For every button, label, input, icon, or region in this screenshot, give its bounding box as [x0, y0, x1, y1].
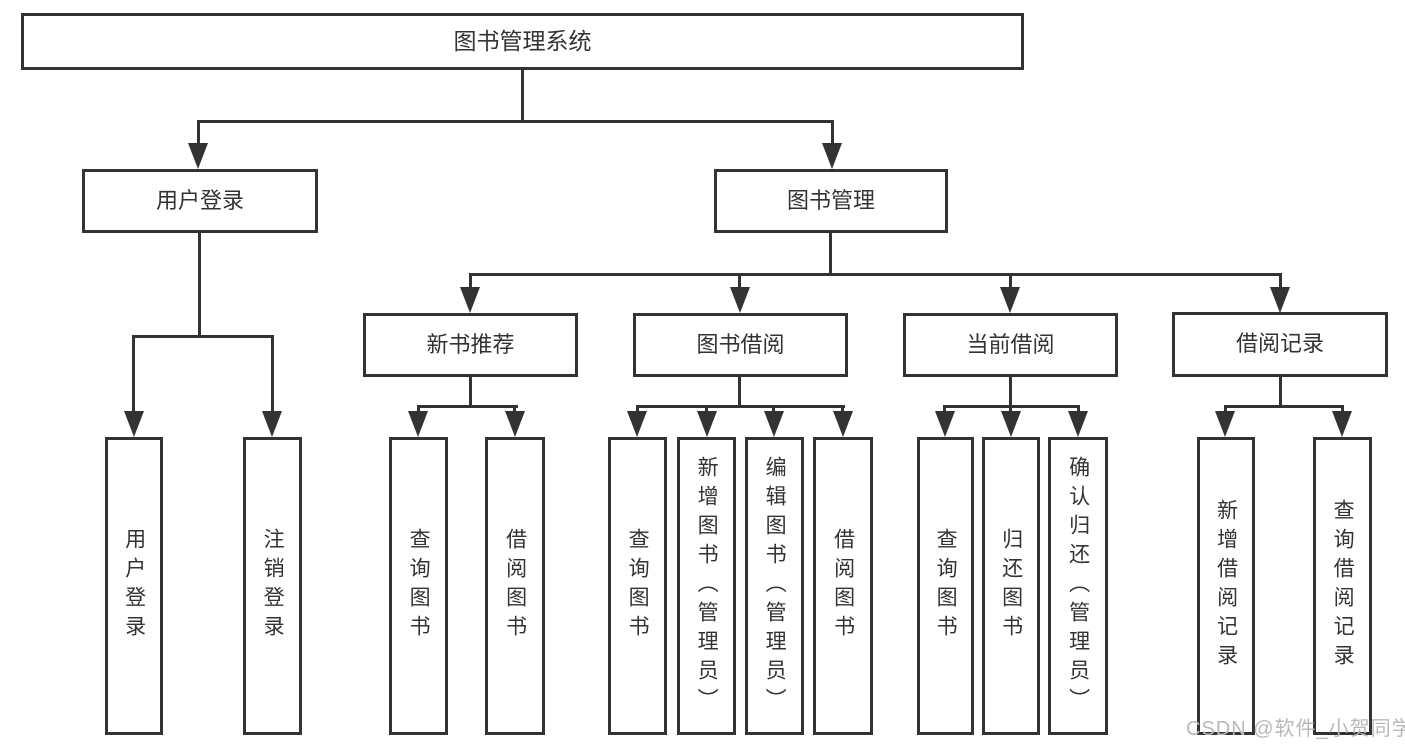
connector-module4-rail [1224, 405, 1344, 408]
connector-root-rail [197, 120, 834, 123]
node-leaf-return-books: 归还图书 [982, 437, 1040, 735]
arrow-down-icon [124, 411, 144, 437]
node-leaf-user-login: 用户登录 [105, 437, 163, 735]
connector-bookmgmt-drop-4 [1279, 273, 1282, 289]
connector-module1-drop-1 [417, 405, 420, 414]
connector-module2-stem [738, 376, 741, 408]
arrow-down-icon [1001, 411, 1021, 437]
node-leaf-edit-book-admin: 编辑图书（管理员） [745, 437, 804, 735]
node-leaf-confirm-return-admin: 确认归还（管理员） [1048, 437, 1108, 735]
connector-module3-drop-2 [1009, 405, 1012, 414]
node-new-book-recommendation: 新书推荐 [363, 313, 578, 377]
arrow-down-icon [1068, 411, 1088, 437]
node-borrowing-records: 借阅记录 [1172, 312, 1388, 377]
connector-root-drop-right [831, 120, 834, 146]
arrow-down-icon [1215, 411, 1235, 437]
connector-userlogin-drop-right [271, 335, 274, 414]
node-leaf-query-books-recommend: 查询图书 [389, 437, 448, 735]
arrow-down-icon [935, 411, 955, 437]
node-leaf-borrow-books: 借阅图书 [813, 437, 873, 735]
arrow-down-icon [764, 411, 784, 437]
connector-module1-drop-2 [513, 405, 516, 414]
arrow-down-icon [1000, 287, 1020, 313]
node-leaf-add-borrow-record: 新增借阅记录 [1197, 437, 1255, 735]
node-leaf-borrow-books-recommend: 借阅图书 [485, 437, 545, 735]
node-leaf-query-books-borrowing: 查询图书 [608, 437, 667, 735]
arrow-down-icon [1270, 287, 1290, 313]
node-leaf-logout: 注销登录 [243, 437, 302, 735]
arrow-down-icon [408, 411, 428, 437]
node-book-borrowing: 图书借阅 [633, 313, 848, 377]
node-leaf-query-borrow-record: 查询借阅记录 [1313, 437, 1372, 735]
node-library-management-system: 图书管理系统 [21, 13, 1024, 70]
connector-module2-drop-2 [705, 405, 708, 414]
connector-root-drop-left [197, 120, 200, 146]
node-current-borrowing: 当前借阅 [903, 313, 1118, 377]
arrow-down-icon [460, 287, 480, 313]
arrow-down-icon [822, 143, 842, 169]
connector-module1-stem [469, 376, 472, 408]
node-user-login: 用户登录 [82, 169, 318, 233]
connector-bookmgmt-rail [469, 273, 1282, 276]
connector-module2-rail [636, 405, 845, 408]
arrow-down-icon [697, 411, 717, 437]
watermark: CSDN @软件_小贺同学 [1186, 718, 1405, 740]
arrow-down-icon [627, 411, 647, 437]
connector-bookmgmt-drop-2 [738, 273, 741, 289]
connector-module2-drop-4 [841, 405, 844, 414]
arrow-down-icon [262, 411, 282, 437]
connector-module3-drop-1 [943, 405, 946, 414]
connector-root-stem [521, 69, 524, 123]
arrow-down-icon [1332, 411, 1352, 437]
connector-bookmgmt-stem [829, 232, 832, 276]
arrow-down-icon [833, 411, 853, 437]
connector-module3-drop-3 [1077, 405, 1080, 414]
arrow-down-icon [730, 287, 750, 313]
connector-userlogin-rail [132, 335, 274, 338]
node-book-management: 图书管理 [714, 169, 948, 233]
connector-bookmgmt-drop-1 [469, 273, 472, 289]
connector-userlogin-stem [198, 232, 201, 338]
node-leaf-query-books-current: 查询图书 [917, 437, 974, 735]
connector-module2-drop-1 [636, 405, 639, 414]
connector-module4-drop-1 [1224, 405, 1227, 414]
connector-userlogin-drop-left [132, 335, 135, 414]
arrow-down-icon [505, 411, 525, 437]
arrow-down-icon [188, 143, 208, 169]
connector-module4-drop-2 [1341, 405, 1344, 414]
connector-bookmgmt-drop-3 [1009, 273, 1012, 289]
connector-module4-stem [1279, 376, 1282, 408]
node-leaf-add-book-admin: 新增图书（管理员） [677, 437, 736, 735]
connector-module2-drop-3 [772, 405, 775, 414]
connector-module3-stem [1009, 376, 1012, 408]
connector-module1-rail [417, 405, 518, 408]
